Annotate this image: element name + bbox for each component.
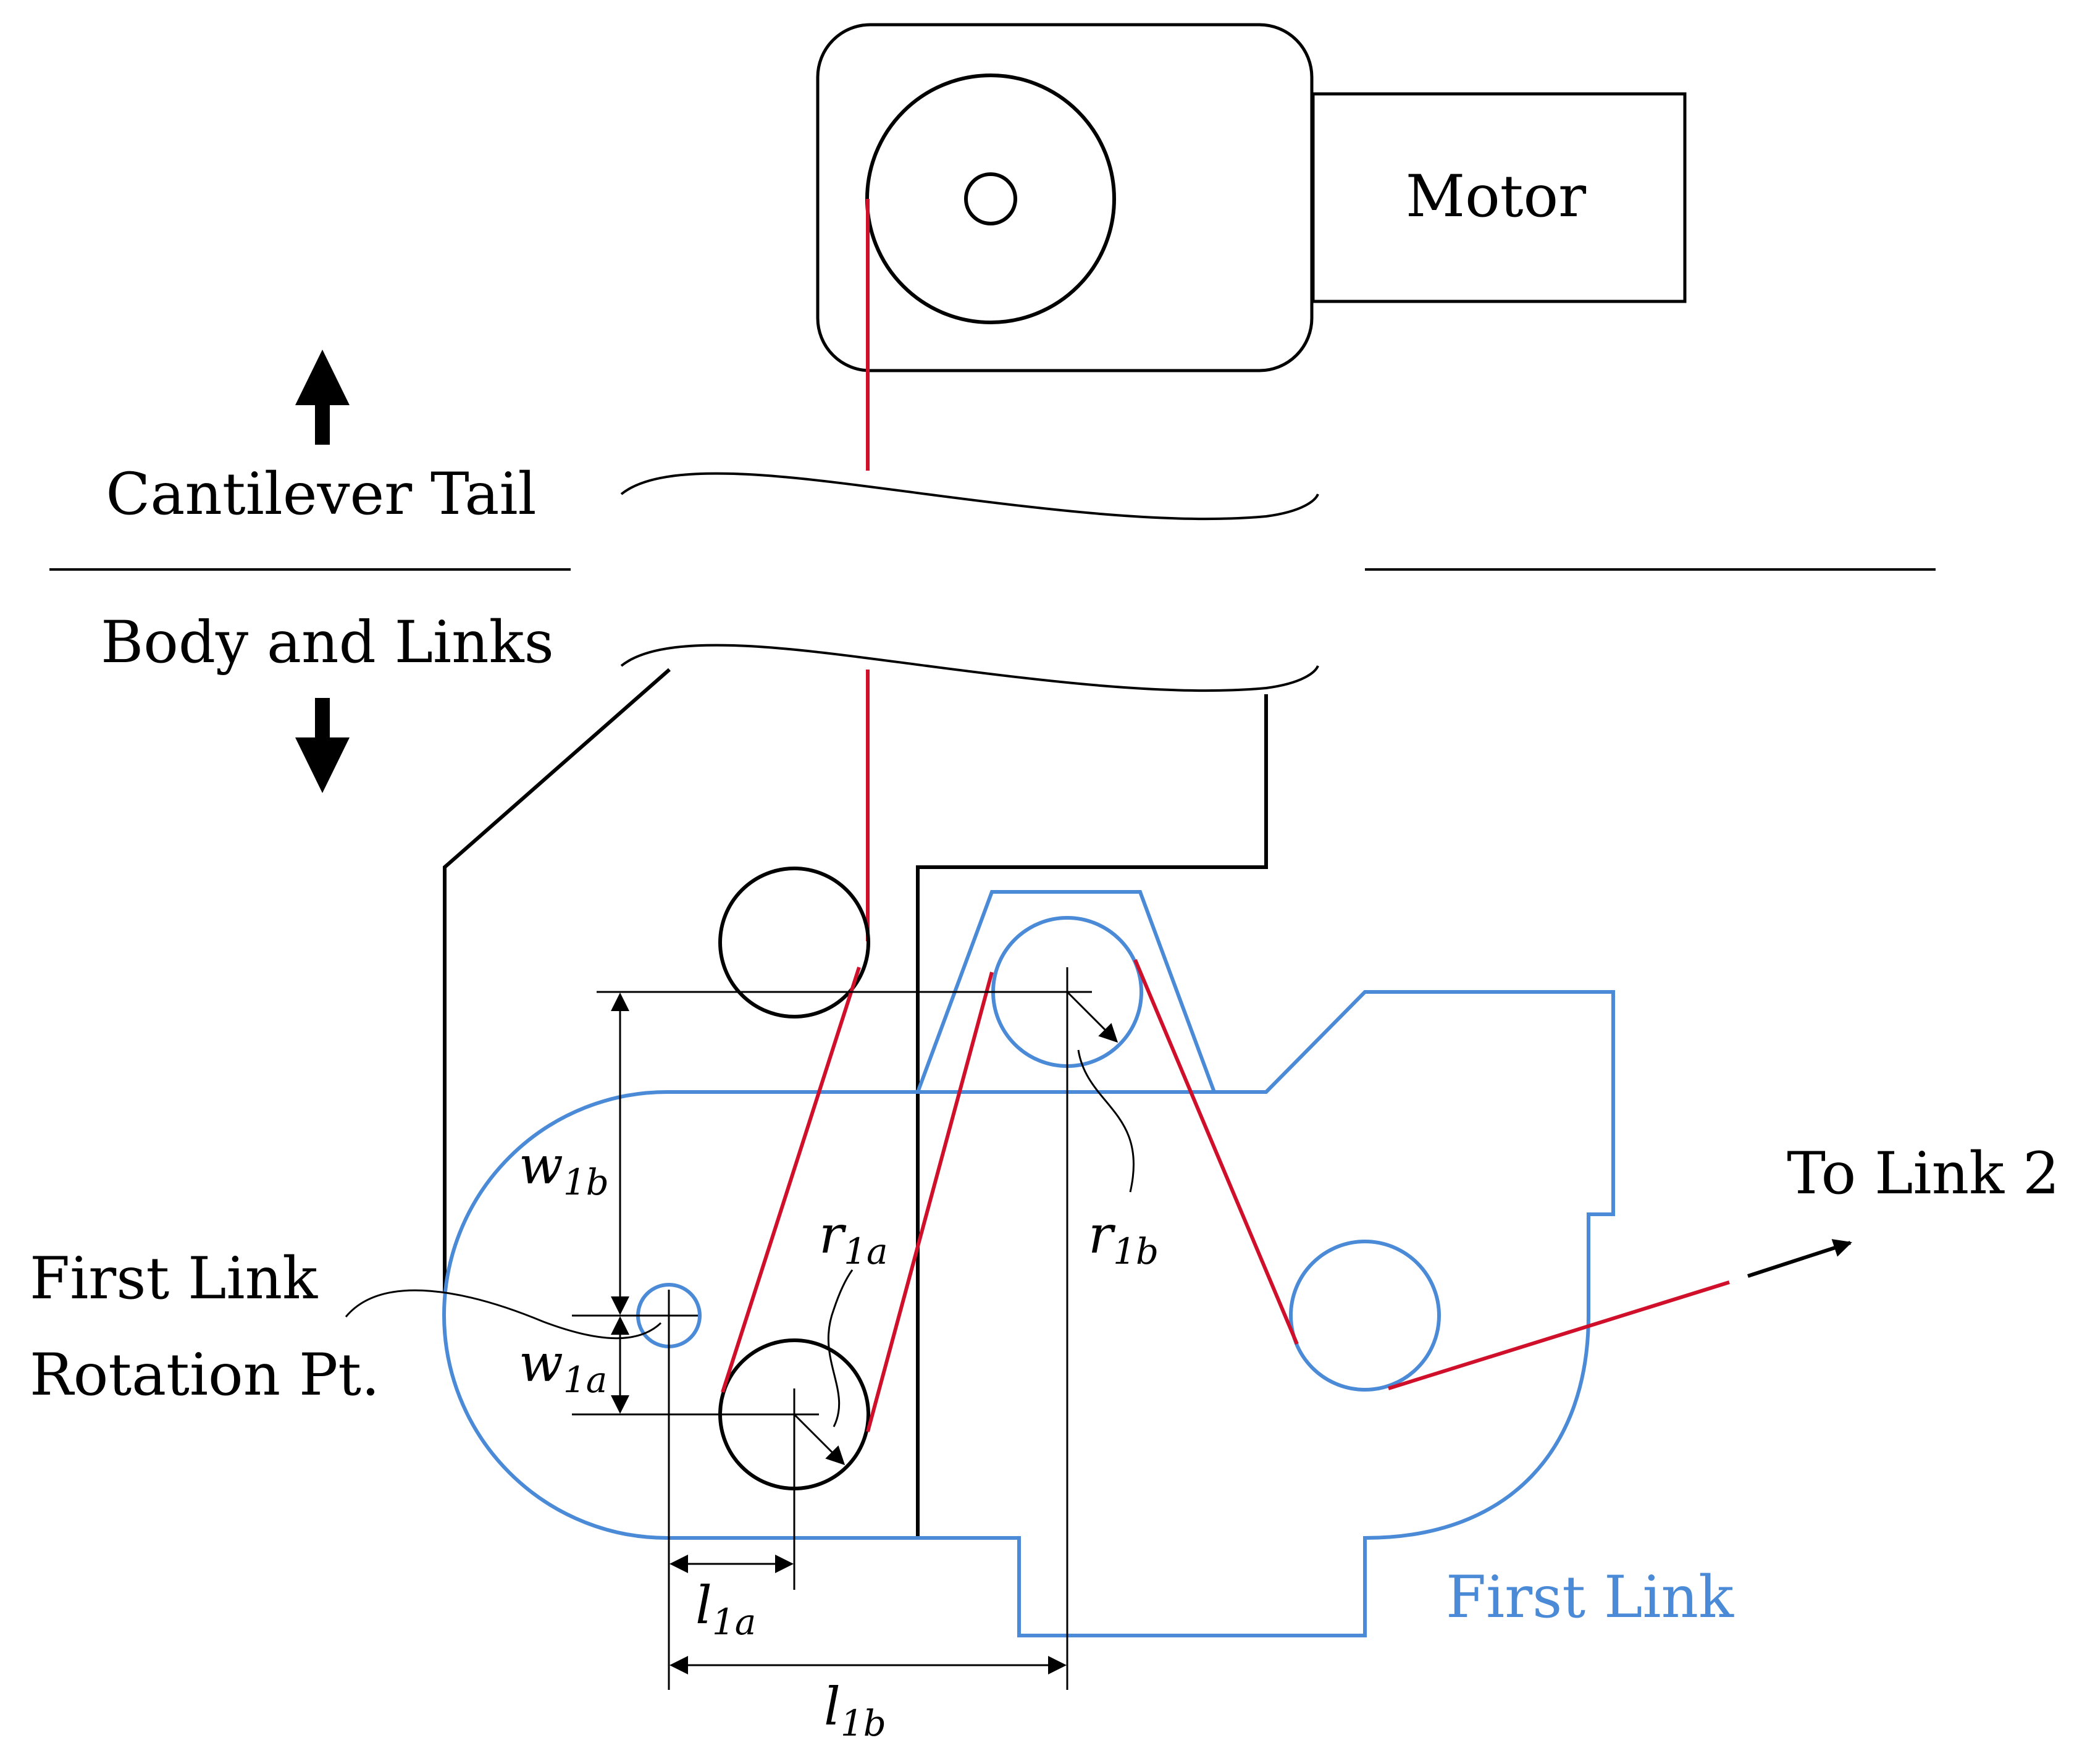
rotation-point-leader <box>345 1289 662 1340</box>
right-link-pulley <box>1289 1240 1441 1392</box>
l1a-label: l1a <box>695 1575 756 1643</box>
motor-spool <box>865 74 1116 324</box>
tendon-seg-1 <box>721 967 861 1393</box>
break-line-top <box>620 472 1319 521</box>
tendon-seg-3 <box>1133 959 1299 1345</box>
spool-axle <box>964 172 1017 225</box>
tendon-seg-2 <box>866 972 994 1432</box>
rotation-point-label-1: First Link <box>30 1245 318 1312</box>
upper-body-pulley <box>718 867 870 1018</box>
w1b-label: w1b <box>519 1135 609 1203</box>
first-link-outline[interactable] <box>442 990 1615 1637</box>
r1b-label: r1b <box>1088 1204 1159 1272</box>
motor-box <box>1311 92 1687 303</box>
cantilever-arrow-icon <box>295 350 350 445</box>
r1b-radius-arrow <box>1066 991 1118 1043</box>
body-and-links-label: Body and Links <box>101 609 554 676</box>
r1b-leader <box>1077 1049 1135 1193</box>
r1a-radius-arrow <box>793 1413 846 1466</box>
body-arrow-icon <box>295 698 350 793</box>
rotation-point-label-2: Rotation Pt. <box>30 1342 380 1409</box>
l1b-label: l1b <box>824 1676 886 1744</box>
cantilever-tail-label: Cantilever Tail <box>106 461 536 528</box>
first-link-label: First Link <box>1446 1564 1734 1631</box>
to-link-2-label: To Link 2 <box>1787 1140 2060 1208</box>
spool-housing <box>816 23 1314 372</box>
body-frame-right <box>916 694 1268 1538</box>
break-line-bottom <box>620 644 1319 692</box>
r1a-label: r1a <box>819 1204 888 1272</box>
r1a-leader <box>827 1269 854 1427</box>
body-frame-left <box>443 668 671 1293</box>
motor-label: Motor <box>1406 163 1586 230</box>
tendon-seg-4 <box>1388 1280 1730 1390</box>
w1a-label: w1a <box>519 1333 607 1401</box>
to-link-2-arrow <box>1747 1239 1852 1278</box>
